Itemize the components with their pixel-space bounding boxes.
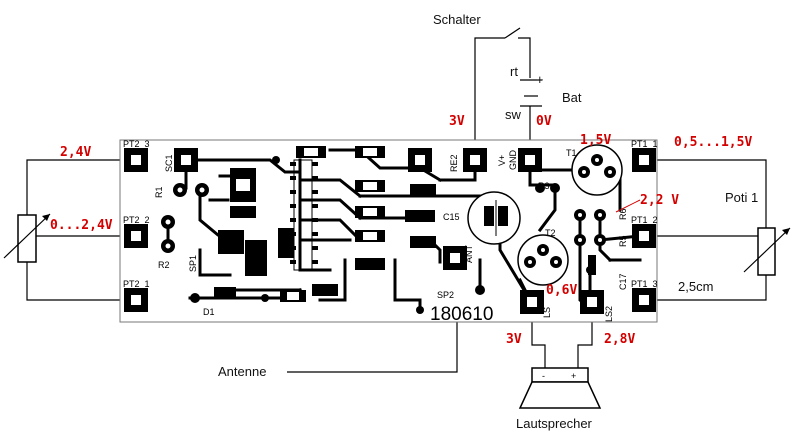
label-sw: sw xyxy=(505,107,522,122)
label-antenne: Antenne xyxy=(218,364,266,379)
c15-capacitor xyxy=(467,191,521,245)
voltage-t2: 0,6V xyxy=(546,283,577,298)
label-poti: Poti 1 xyxy=(725,190,758,205)
speaker-symbol: - + xyxy=(518,367,602,409)
voltage-ls: 3V xyxy=(506,332,522,347)
speaker-plus: + xyxy=(571,371,576,381)
label-r5: R5 xyxy=(618,235,628,247)
voltage-readings: 2,4V 0...2,4V 3V 0V 1,5V 0,5...1,5V 2,2 … xyxy=(50,114,752,347)
label-t1: T1 xyxy=(566,148,577,158)
voltage-left-mid: 0...2,4V xyxy=(50,218,113,233)
label-r6: R6 xyxy=(618,208,628,220)
voltage-pt1: 0,5...1,5V xyxy=(674,135,752,150)
voltage-t1: 1,5V xyxy=(580,133,611,148)
label-r1: R1 xyxy=(154,186,164,198)
battery-plus: + xyxy=(536,72,544,87)
label-pt2-3: PT2_3 xyxy=(123,139,150,149)
label-lautsprecher: Lautsprecher xyxy=(516,416,593,431)
label-bat: Bat xyxy=(562,90,582,105)
voltage-re2: 3V xyxy=(449,114,465,129)
label-pt2-2: PT2_2 xyxy=(123,215,150,225)
board-number: 180610 xyxy=(430,304,493,325)
t1-transistor xyxy=(571,144,623,196)
label-sp2: SP2 xyxy=(437,290,454,300)
t2-transistor xyxy=(517,234,569,286)
external-wiring xyxy=(26,27,767,373)
label-pt1-2: PT1_2 xyxy=(631,215,658,225)
label-pt1-1: PT1_1 xyxy=(631,139,658,149)
left-potentiometer xyxy=(3,213,51,263)
label-ls: LS xyxy=(542,307,552,318)
right-potentiometer xyxy=(743,227,791,276)
label-vplus: V+ xyxy=(497,155,507,166)
label-schalter: Schalter xyxy=(433,12,481,27)
smd-components xyxy=(214,146,596,302)
pcb-silkscreen: PT2_3 PT2_2 PT2_1 SC1 R1 R2 SP1 D1 RE2 V… xyxy=(123,139,658,325)
label-ant: ANT xyxy=(464,244,474,263)
label-c15: C15 xyxy=(443,212,460,222)
label-cm: 2,5cm xyxy=(678,279,713,294)
label-ls2: LS2 xyxy=(604,306,614,322)
label-gnd: GND xyxy=(508,150,518,171)
label-d1: D1 xyxy=(203,307,215,317)
voltage-ls2: 2,8V xyxy=(604,332,635,347)
label-sp1: SP1 xyxy=(188,255,198,272)
label-r2: R2 xyxy=(158,260,170,270)
speaker-minus: - xyxy=(542,371,545,381)
label-pt2-1: PT2_1 xyxy=(123,279,150,289)
voltage-gnd: 0V xyxy=(536,114,552,129)
label-c17: C17 xyxy=(618,273,628,290)
label-rt: rt xyxy=(510,64,518,79)
voltage-r6: 2,2 V xyxy=(640,193,679,208)
label-t2: T2 xyxy=(545,228,556,238)
annotations: Schalter rt + Bat sw Poti 1 2,5cm Antenn… xyxy=(218,12,758,431)
square-pads xyxy=(124,148,656,314)
label-sc1: SC1 xyxy=(164,154,174,172)
label-r3: R3 xyxy=(538,181,550,191)
label-pt1-3: PT1_3 xyxy=(631,279,658,289)
label-re2: RE2 xyxy=(449,154,459,172)
voltage-left-top: 2,4V xyxy=(60,145,91,160)
